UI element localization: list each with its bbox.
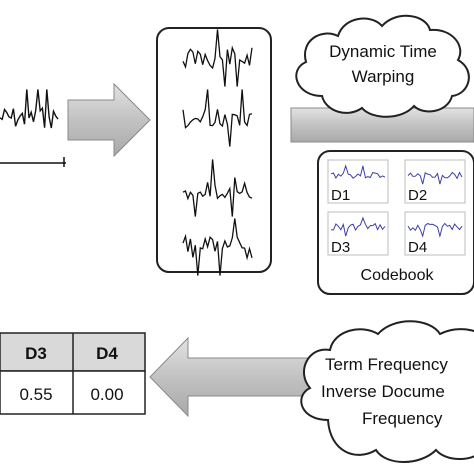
codeword-signal	[407, 222, 463, 239]
tfidf-label-line2: Inverse Docume	[321, 382, 445, 401]
segment-signals	[182, 29, 253, 276]
histogram-table: D3 D4 0.55 0.00	[0, 332, 146, 415]
table-header-d3: D3	[25, 344, 47, 363]
codeword-box	[404, 159, 466, 204]
codeword-label: D1	[331, 187, 350, 204]
codeword-label: D2	[408, 187, 427, 204]
segment-signal	[182, 29, 253, 87]
dtw-label-line2: Warping	[352, 67, 415, 86]
codeword-box	[404, 211, 466, 256]
input-signal	[0, 89, 66, 167]
codebook-title: Codebook	[361, 267, 435, 284]
codeword-label: D3	[331, 239, 350, 256]
codeword-signal	[407, 171, 463, 185]
arrow-to-segments	[67, 82, 151, 158]
segment-signal	[182, 218, 253, 276]
segment-signal	[182, 159, 253, 217]
codeword-signal	[330, 164, 386, 180]
tfidf-cloud: Term Frequency Inverse Docume Frequency	[300, 320, 474, 463]
table-value-d3: 0.55	[19, 385, 52, 404]
tfidf-label-line3: Frequency	[362, 409, 443, 428]
codeword-label: D4	[408, 239, 427, 256]
dtw-cloud: Dynamic Time Warping	[295, 14, 470, 118]
codeword-box	[327, 211, 389, 256]
dtw-label-line1: Dynamic Time	[329, 42, 437, 61]
arrow-to-histogram	[149, 336, 321, 418]
table-value-d4: 0.00	[90, 385, 123, 404]
segments-box	[156, 27, 272, 273]
segment-signal	[182, 89, 253, 147]
codeword-signal	[330, 216, 386, 237]
tfidf-label-line1: Term Frequency	[325, 355, 448, 374]
codeword-box	[327, 159, 389, 204]
table-header-d4: D4	[96, 344, 118, 363]
